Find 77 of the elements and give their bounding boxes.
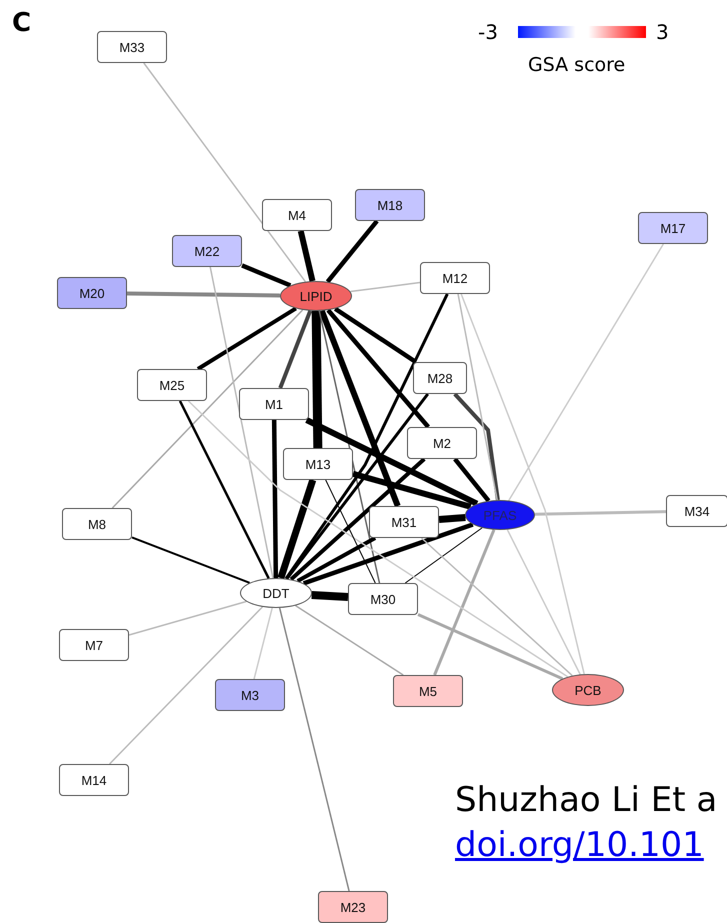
module-box: M13 bbox=[283, 448, 353, 480]
module-box: M23 bbox=[318, 891, 388, 923]
module-box: M30 bbox=[348, 583, 418, 615]
network-edge bbox=[417, 613, 564, 680]
scale-title: GSA score bbox=[528, 54, 626, 76]
module-box: M20 bbox=[57, 277, 127, 309]
network-edge bbox=[295, 604, 404, 676]
exposure-ellipse: PCB bbox=[552, 674, 624, 706]
exposure-ellipse: LIPID bbox=[280, 281, 352, 311]
network-edge bbox=[421, 537, 573, 676]
network-edge bbox=[350, 282, 420, 292]
network-edge bbox=[318, 310, 401, 508]
module-box: M14 bbox=[59, 764, 129, 796]
network-edge bbox=[112, 309, 304, 509]
network-edge bbox=[438, 514, 466, 523]
network-edge bbox=[210, 266, 274, 578]
network-edge bbox=[453, 392, 500, 500]
module-box: M18 bbox=[355, 189, 425, 221]
network-edge bbox=[352, 470, 472, 510]
module-box: M33 bbox=[97, 31, 167, 63]
network-edge bbox=[290, 458, 426, 581]
network-edge bbox=[143, 62, 306, 282]
network-edge bbox=[296, 536, 376, 583]
network-edge bbox=[433, 529, 496, 676]
network-edge bbox=[126, 291, 280, 298]
network-edge bbox=[305, 417, 478, 506]
network-edge bbox=[334, 306, 418, 364]
network-edge bbox=[188, 400, 568, 678]
network-edge bbox=[326, 220, 379, 284]
network-edge bbox=[312, 310, 322, 448]
module-box: M31 bbox=[369, 506, 439, 538]
network-edge bbox=[318, 310, 380, 584]
network-edge bbox=[132, 536, 250, 584]
network-edge bbox=[302, 522, 474, 586]
network-edge bbox=[460, 294, 585, 674]
exposure-ellipse: PFAS bbox=[465, 500, 535, 530]
module-box: M5 bbox=[393, 675, 463, 707]
module-box: M25 bbox=[137, 369, 207, 401]
module-box: M3 bbox=[215, 679, 285, 711]
network-edge bbox=[298, 230, 316, 282]
module-box: M7 bbox=[59, 629, 129, 661]
module-box: M8 bbox=[62, 508, 132, 540]
network-edge bbox=[508, 244, 664, 501]
module-box: M34 bbox=[666, 495, 727, 527]
network-edge bbox=[326, 308, 430, 428]
network-edge bbox=[278, 608, 350, 892]
network-edge bbox=[325, 480, 376, 584]
module-box: M12 bbox=[420, 262, 490, 294]
network-edge bbox=[506, 529, 581, 675]
network-edge bbox=[253, 608, 273, 680]
module-box: M17 bbox=[638, 212, 708, 244]
module-box: M4 bbox=[262, 199, 332, 231]
doi-link: doi.org/10.101 bbox=[455, 825, 704, 865]
network-edge bbox=[278, 310, 312, 389]
citation-text: Shuzhao Li Et a bbox=[455, 780, 718, 820]
scale-min-label: -3 bbox=[478, 20, 498, 44]
network-edge bbox=[196, 306, 297, 371]
module-box: M28 bbox=[413, 362, 467, 394]
exposure-ellipse: DDT bbox=[240, 578, 312, 608]
network-edge bbox=[128, 600, 247, 636]
network-edge bbox=[109, 606, 263, 765]
network-edge bbox=[404, 527, 483, 584]
network-edge bbox=[272, 420, 278, 578]
scale-max-label: 3 bbox=[656, 20, 669, 44]
network-edge bbox=[457, 294, 498, 500]
network-edge bbox=[178, 400, 270, 579]
module-box: M1 bbox=[239, 388, 309, 420]
network-edge bbox=[453, 458, 490, 502]
network-edge bbox=[286, 393, 429, 580]
module-box: M2 bbox=[407, 427, 477, 459]
panel-letter: C bbox=[12, 8, 32, 38]
network-edge bbox=[284, 293, 449, 580]
network-edge bbox=[241, 263, 292, 288]
module-box: M22 bbox=[172, 235, 242, 267]
network-edge bbox=[534, 510, 666, 516]
network-edge bbox=[311, 591, 348, 602]
network-edge bbox=[278, 478, 316, 580]
